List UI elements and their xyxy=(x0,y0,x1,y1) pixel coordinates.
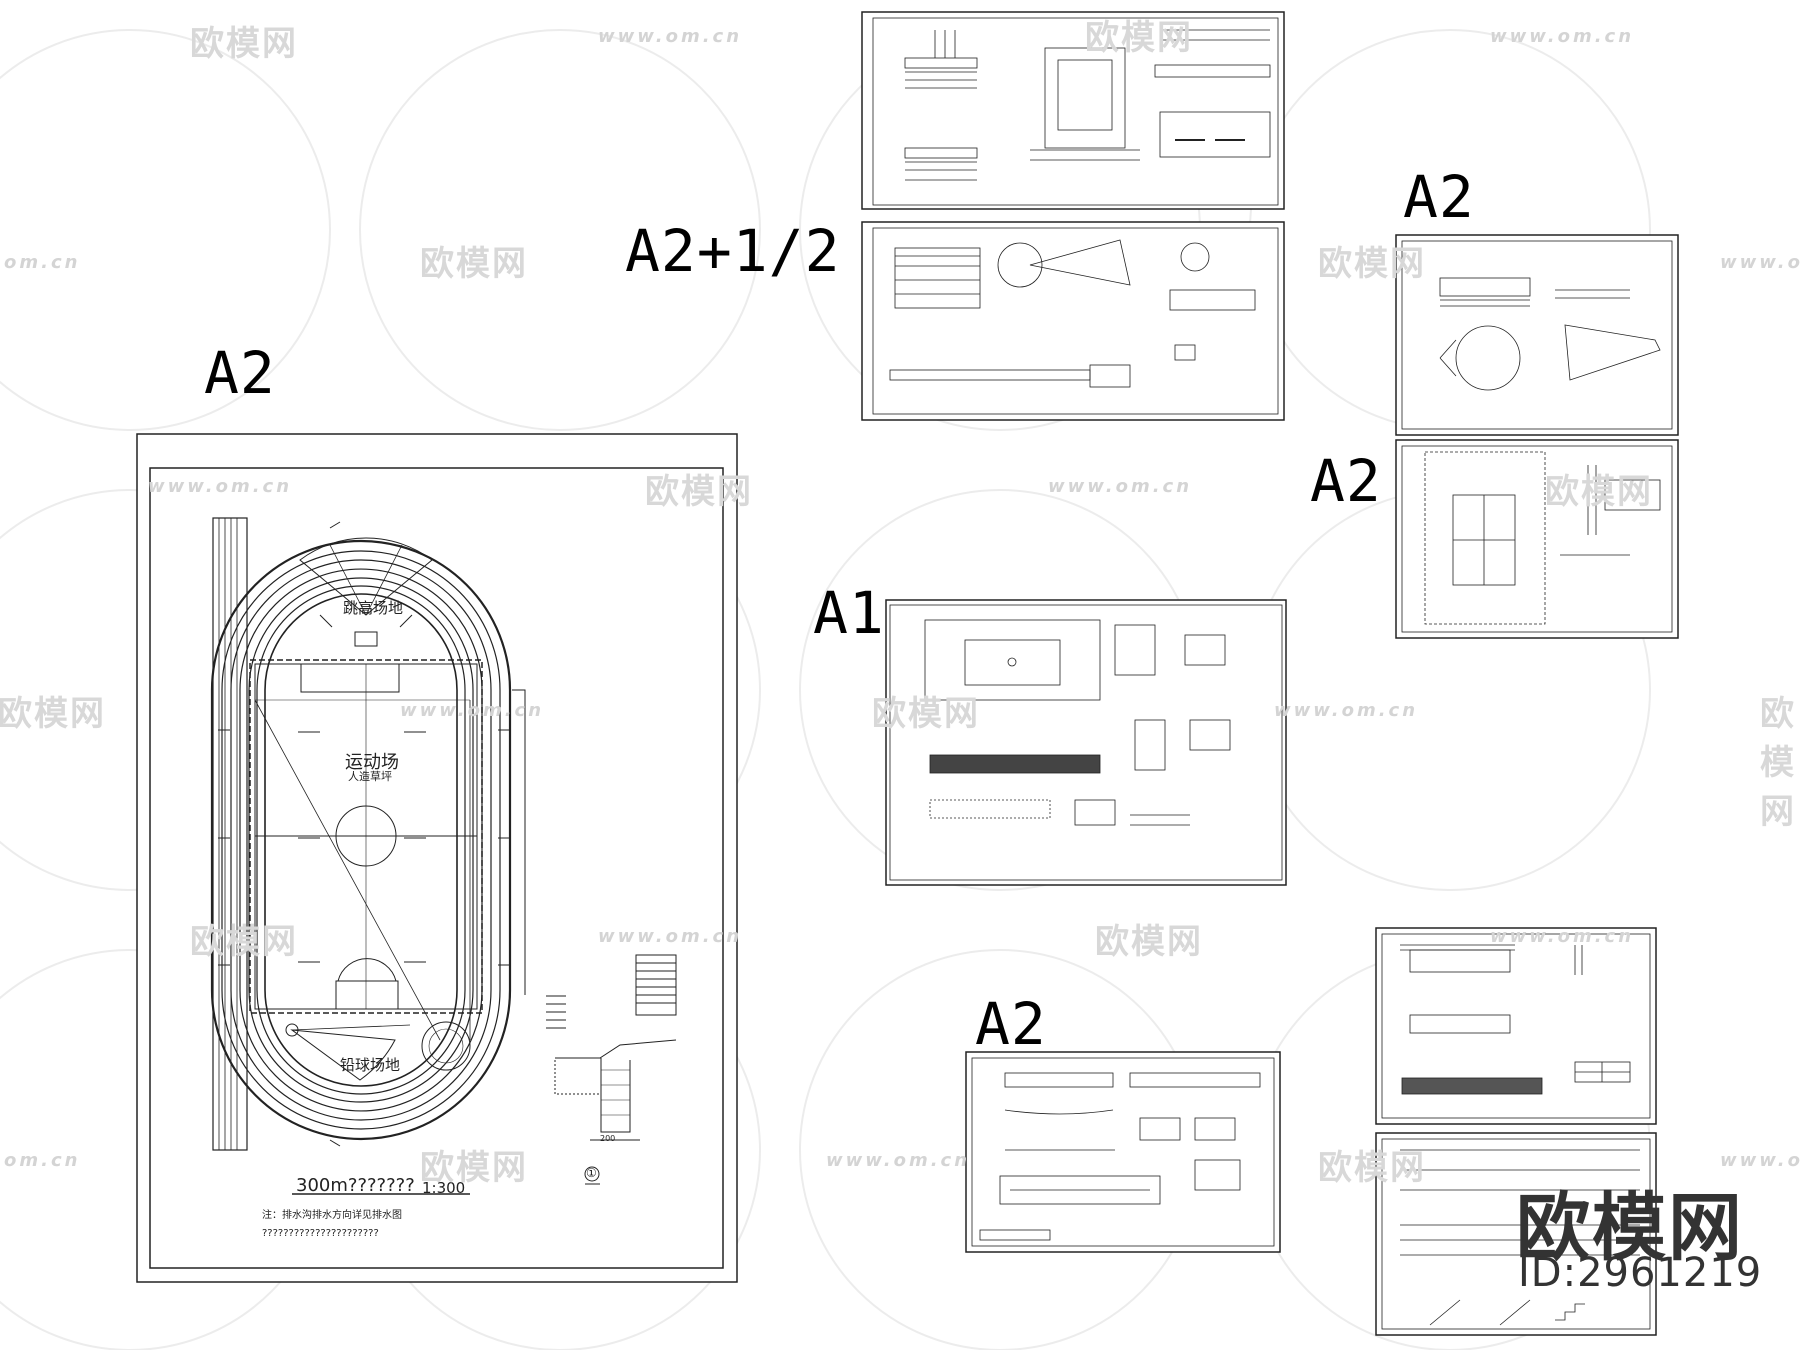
field-sub-label: 人造草坪 xyxy=(348,770,392,783)
watermark-brand-2: 欧模网 xyxy=(1085,18,1193,58)
plan-note-2: ?????????????????????? xyxy=(262,1228,379,1239)
track-plan-sheet xyxy=(136,433,738,1283)
watermark-brand-11: 欧模网 xyxy=(1095,922,1203,962)
watermark-brand-13: 欧模网 xyxy=(1318,1148,1426,1188)
watermark-url-8: www.om.cn xyxy=(1274,700,1419,721)
watermark-brand-4: 欧模网 xyxy=(1318,244,1426,284)
detail-dimension: 200 xyxy=(600,1134,616,1143)
watermark-url-12: www.om.cn xyxy=(826,1150,971,1171)
watermark-brand-1: 欧模网 xyxy=(190,24,298,64)
detail-sheet-right-upper xyxy=(1375,927,1657,1125)
watermark-brand-3: 欧模网 xyxy=(420,244,528,284)
watermark-url-11: om.cn xyxy=(4,1150,81,1171)
watermark-url-4: www.om.cn xyxy=(1720,252,1800,273)
sheet-label-a2-plan: A2 xyxy=(204,339,276,407)
plan-title: 300m??????? xyxy=(296,1175,415,1196)
watermark-url-9: www.om.cn xyxy=(598,926,743,947)
watermark-url-5: www.om.cn xyxy=(148,476,293,497)
sheet-label-a2-bottom: A2 xyxy=(975,990,1047,1058)
watermark-brand-10: 欧模网 xyxy=(190,922,298,962)
watermark-brand-7: 欧模网 xyxy=(0,694,106,734)
field-label: 运动场 xyxy=(345,752,399,773)
watermark-url-13: www.om.cn xyxy=(1720,1150,1800,1171)
detail-sheet-a1 xyxy=(885,599,1287,886)
watermark-brand-12: 欧模网 xyxy=(420,1148,528,1188)
watermark-brand-9: 欧模网 xyxy=(1760,694,1796,832)
watermark-brand-8: 欧模网 xyxy=(872,694,980,734)
detail-sheet-a2-bottom xyxy=(965,1051,1281,1253)
watermark-url-1: www.om.cn xyxy=(598,26,743,47)
detail-sheet-top-right xyxy=(1395,234,1679,436)
detail-sheet-mid-right xyxy=(1395,439,1679,639)
detail-mark: ① xyxy=(586,1166,597,1180)
watermark-url-2: www.om.cn xyxy=(1490,26,1635,47)
watermark-url-10: www.om.cn xyxy=(1490,926,1635,947)
detail-sheet-upper xyxy=(861,11,1285,210)
watermark-brand-5: 欧模网 xyxy=(645,472,753,512)
brand-name: 欧模网 xyxy=(1516,1185,1744,1271)
sheet-label-a1: A1 xyxy=(813,579,885,647)
watermark-url-7: www.om.cn xyxy=(400,700,545,721)
watermark-url-6: www.om.cn xyxy=(1048,476,1193,497)
detail-sheet-right-lower xyxy=(1375,1132,1657,1336)
watermark-url-3: om.cn xyxy=(4,252,81,273)
sheet-label-a2-top-right: A2 xyxy=(1403,163,1475,231)
sheet-label-a2-mid-right: A2 xyxy=(1310,447,1382,515)
sheet-label-a2-half: A2+1/2 xyxy=(625,217,841,285)
brand-id: ID:2961219 xyxy=(1518,1250,1763,1296)
shot-put-label: 铅球场地 xyxy=(340,1056,401,1074)
plan-note-1: 注：排水沟排水方向详见排水图 xyxy=(262,1210,402,1221)
plan-scale: 1:300 xyxy=(422,1179,466,1197)
detail-sheet-lower xyxy=(861,221,1285,421)
watermark-brand-6: 欧模网 xyxy=(1545,472,1653,512)
high-jump-label: 跳高场地 xyxy=(343,599,404,617)
